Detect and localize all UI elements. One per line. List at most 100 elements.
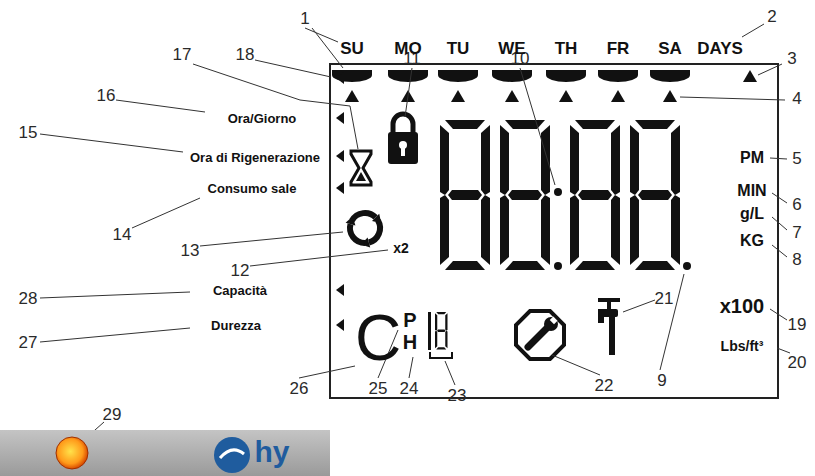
leader-lines bbox=[623, 300, 655, 312]
leader-lines bbox=[405, 68, 412, 117]
callout-number: 15 bbox=[19, 124, 38, 141]
leader-lines bbox=[40, 292, 190, 298]
day-triangles bbox=[743, 70, 757, 82]
leader-lines bbox=[200, 232, 343, 246]
day-triangles bbox=[505, 90, 519, 102]
day-triangles bbox=[611, 90, 625, 102]
leader-lines bbox=[772, 245, 787, 257]
unit-label: x100 bbox=[720, 296, 765, 316]
leader-lines bbox=[770, 158, 787, 159]
brand-logo bbox=[220, 450, 244, 458]
day-triangles bbox=[345, 90, 359, 102]
brand-logo bbox=[214, 437, 250, 473]
callout-number: 13 bbox=[181, 242, 200, 259]
hourglass-icon bbox=[356, 172, 366, 181]
leader-lines bbox=[758, 64, 782, 75]
small-digit bbox=[428, 312, 452, 358]
mode-triangles bbox=[336, 319, 344, 331]
day-bars bbox=[332, 70, 690, 82]
mode-triangles bbox=[336, 72, 344, 331]
seven-segment-digits bbox=[440, 120, 691, 270]
lock-icon bbox=[388, 114, 418, 164]
seven-segment-digits bbox=[554, 188, 562, 196]
small-digit bbox=[435, 312, 448, 350]
seven-segment-digits bbox=[554, 262, 562, 270]
unit-label: PM bbox=[740, 150, 764, 166]
mode-triangles bbox=[336, 284, 344, 296]
day-bars bbox=[598, 70, 638, 82]
recycle-icon bbox=[341, 205, 384, 247]
hourglass-icon bbox=[351, 151, 371, 185]
callout-number: 2 bbox=[767, 8, 776, 25]
leader-lines bbox=[552, 355, 600, 375]
mode-label: Consumo sale bbox=[208, 182, 297, 195]
unit-label: MIN bbox=[737, 183, 766, 199]
leader-lines bbox=[40, 134, 183, 152]
leader-lines bbox=[680, 97, 785, 100]
tap-icon bbox=[598, 298, 620, 355]
mode-triangles bbox=[336, 72, 344, 84]
day-bars bbox=[492, 70, 532, 82]
lcd-frame bbox=[330, 64, 778, 398]
leader-lines bbox=[250, 250, 388, 266]
lcd-letter: H bbox=[403, 332, 417, 352]
callout-number: 14 bbox=[113, 226, 132, 243]
leader-lines bbox=[520, 68, 555, 185]
leader-lines bbox=[116, 100, 205, 112]
leader-lines bbox=[742, 24, 764, 37]
unit-label: g/L bbox=[740, 206, 764, 222]
callout-number: 19 bbox=[788, 316, 807, 333]
callout-number: 20 bbox=[788, 354, 807, 371]
callout-number: 17 bbox=[173, 46, 192, 63]
callout-number: 16 bbox=[97, 87, 116, 104]
callout-number: 7 bbox=[792, 224, 801, 241]
day-triangles bbox=[451, 90, 465, 102]
day-bars bbox=[332, 70, 372, 82]
lcd-letter: P bbox=[403, 310, 416, 330]
tap-icon bbox=[607, 301, 611, 309]
seven-segment-digits bbox=[683, 262, 691, 270]
lcd-letter: C bbox=[355, 306, 401, 370]
unit-label: KG bbox=[740, 233, 764, 249]
callout-number: 23 bbox=[448, 387, 467, 404]
callout-number: 25 bbox=[369, 380, 388, 397]
day-bars bbox=[438, 70, 478, 82]
mode-triangles bbox=[336, 182, 344, 194]
small-digit bbox=[430, 352, 452, 358]
leader-lines bbox=[193, 64, 358, 149]
leader-lines bbox=[299, 366, 355, 378]
callout-number: 4 bbox=[792, 90, 801, 107]
day-label: TU bbox=[447, 40, 470, 57]
callout-number: 1 bbox=[300, 10, 309, 27]
lock-icon bbox=[388, 132, 418, 164]
hourglass-icon bbox=[351, 151, 371, 185]
tap-icon bbox=[609, 317, 615, 355]
day-bars bbox=[650, 70, 690, 82]
callout-number: 24 bbox=[400, 380, 419, 397]
day-label: DAYS bbox=[697, 40, 743, 57]
recycle-icon bbox=[351, 205, 384, 235]
day-triangles bbox=[663, 90, 677, 102]
callout-number: 26 bbox=[290, 380, 309, 397]
lock-icon bbox=[401, 147, 405, 156]
multiplier-label: x2 bbox=[393, 241, 409, 255]
leader-lines bbox=[772, 217, 787, 230]
leader-lines bbox=[40, 24, 790, 438]
day-bars bbox=[388, 70, 428, 82]
service-icon bbox=[544, 317, 558, 331]
brand-text: hy bbox=[254, 437, 289, 467]
callout-number: 8 bbox=[792, 251, 801, 268]
leader-lines bbox=[312, 28, 343, 68]
seven-segment-digits bbox=[570, 120, 620, 270]
callout-number: 21 bbox=[655, 290, 674, 307]
callout-number: 27 bbox=[19, 334, 38, 351]
leader-lines bbox=[777, 348, 790, 353]
callout-number: 18 bbox=[236, 46, 255, 63]
service-icon bbox=[528, 327, 548, 347]
day-bars bbox=[546, 70, 586, 82]
day-label: WE bbox=[498, 40, 525, 57]
day-label: FR bbox=[607, 40, 630, 57]
mode-label: Ora di Rigenerazione bbox=[190, 151, 320, 164]
day-triangles bbox=[559, 90, 573, 102]
